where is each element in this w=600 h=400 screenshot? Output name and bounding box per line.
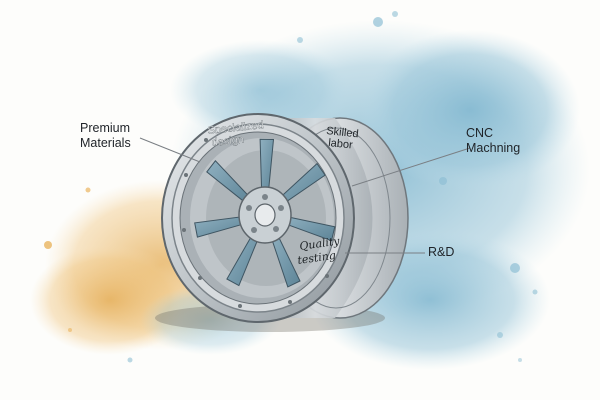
callout-premium-materials-line1: Premium — [80, 121, 131, 135]
callout-cnc-machining-line1: CNC — [466, 126, 494, 140]
leader-lines — [139, 137, 471, 254]
wheel-label-skilled-line2: labor — [328, 137, 354, 152]
wheel-label-quality-line2: testing — [297, 249, 337, 267]
wheel-label-specialized-line2: design — [211, 134, 244, 149]
wheel-spokes — [194, 138, 336, 288]
callout-cnc-machining: CNC Machning — [466, 126, 520, 156]
rim-bolts — [182, 138, 329, 308]
wheel-annotations: Specialized design Skilled labor Quality… — [207, 119, 359, 267]
leader-cnc-machining — [351, 147, 471, 187]
callout-cnc-machining-line2: Machning — [466, 141, 521, 155]
callout-rnd-label: R&D — [428, 245, 455, 259]
callout-rnd: R&D — [428, 245, 454, 260]
wheel-label-skilled-line1: Skilled — [326, 125, 359, 140]
callout-premium-materials-line2: Materials — [80, 136, 131, 150]
callout-premium-materials: Premium Materials — [80, 121, 131, 151]
leader-premium-materials — [139, 137, 201, 163]
wheel-label-quality-line1: Quality — [299, 234, 342, 253]
wheel-hub — [238, 186, 292, 244]
